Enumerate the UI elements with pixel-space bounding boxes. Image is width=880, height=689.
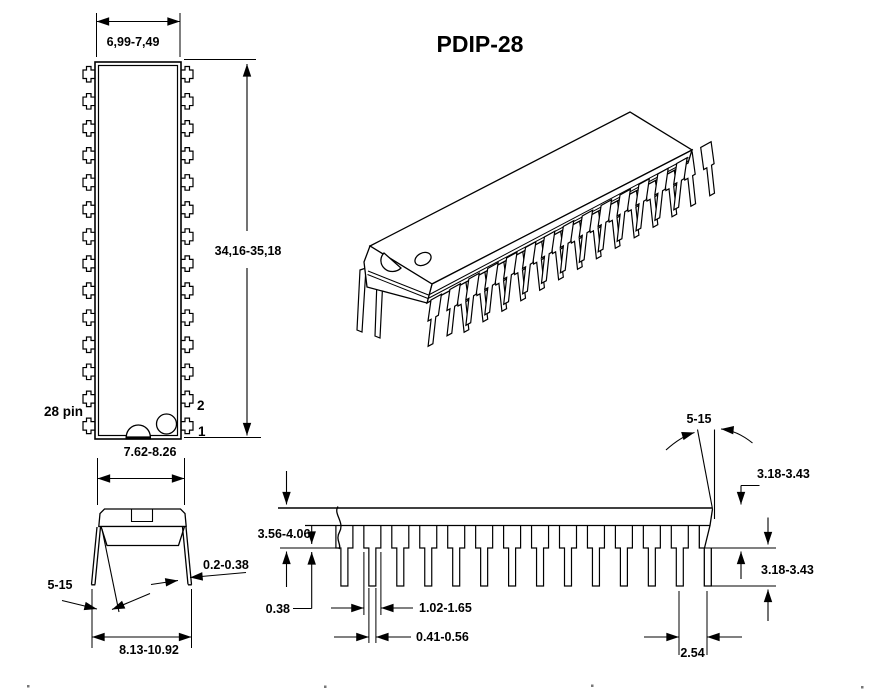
pin-count-label: 28 pin bbox=[44, 404, 83, 419]
end-body-width-label: 7.62-8.26 bbox=[124, 445, 177, 459]
pin1-number-label: 1 bbox=[198, 424, 206, 439]
dim-end-lead-angle: 5-15 bbox=[47, 578, 151, 611]
side-view-pins bbox=[335, 524, 689, 587]
shoulder-width-label: 1.02-1.65 bbox=[419, 601, 472, 615]
side-lead-angle-label: 5-15 bbox=[686, 412, 711, 426]
top-view: 28 pin 2 1 6,99-7,49 34,16-35,18 bbox=[44, 13, 281, 440]
lead-span-label: 8.13-10.92 bbox=[119, 643, 179, 657]
dim-lead-thickness: 0.2-0.38 bbox=[150, 558, 249, 587]
side-reference-lines bbox=[280, 547, 776, 587]
side-view-last-pin bbox=[698, 525, 712, 587]
index-notch-base bbox=[125, 436, 151, 440]
dim-standoff: 0.38 bbox=[266, 525, 316, 616]
iso-pin1-dot bbox=[414, 251, 432, 267]
lead-thickness-label: 0.2-0.38 bbox=[203, 558, 249, 572]
upper-lead-label: 3.18-3.43 bbox=[757, 467, 810, 481]
side-body-right-edge bbox=[703, 508, 714, 549]
dim-pitch: 2.54 bbox=[644, 591, 742, 660]
dim-lead-width: 0.41-0.56 bbox=[334, 588, 469, 644]
dim-top-width: 6,99-7,49 bbox=[96, 13, 181, 57]
lower-lead-label: 3.18-3.43 bbox=[761, 563, 814, 577]
side-view: 5-15 3.56-4.06 0.38 3.18-3.43 3.18-3.4 bbox=[258, 412, 814, 660]
dim-upper-lead: 3.18-3.43 bbox=[736, 467, 810, 579]
standoff-label: 0.38 bbox=[266, 602, 290, 616]
dim-end-body-width: 7.62-8.26 bbox=[97, 445, 185, 505]
iso-end-parting-line bbox=[367, 270, 429, 299]
index-notch-arc bbox=[125, 424, 151, 438]
pitch-label: 2.54 bbox=[680, 646, 704, 660]
seating-height-label: 3.56-4.06 bbox=[258, 527, 311, 541]
top-view-right-pins bbox=[179, 65, 194, 435]
top-view-left-pins bbox=[82, 65, 97, 435]
iso-view bbox=[356, 111, 716, 347]
page-title: PDIP-28 bbox=[437, 31, 524, 57]
end-view-body-upper bbox=[98, 508, 187, 528]
end-view-body-lower bbox=[100, 525, 186, 547]
body-length-label: 34,16-35,18 bbox=[215, 244, 282, 258]
end-view-top-notch bbox=[130, 509, 154, 523]
end-view: 7.62-8.26 5-15 0.2-0.38 8.13-10.92 bbox=[47, 445, 248, 657]
package-body-outline bbox=[94, 61, 182, 440]
dim-body-length: 34,16-35,18 bbox=[184, 59, 282, 438]
lead-angle-reference-line bbox=[101, 528, 120, 613]
end-lead-angle-label: 5-15 bbox=[47, 578, 72, 592]
page-border-dots bbox=[27, 684, 864, 689]
dim-lower-lead: 3.18-3.43 bbox=[761, 517, 814, 621]
dim-seating-height: 3.56-4.06 bbox=[258, 471, 311, 587]
pin1-indicator-dot bbox=[155, 413, 178, 435]
dim-shoulder-width: 1.02-1.65 bbox=[331, 552, 472, 615]
dim-lead-span: 8.13-10.92 bbox=[91, 589, 192, 657]
dim-side-lead-angle: 5-15 bbox=[665, 412, 753, 519]
iso-index-notch bbox=[380, 252, 402, 273]
side-body-left-break bbox=[336, 506, 342, 550]
end-view-leads bbox=[90, 526, 193, 613]
pin2-number-label: 2 bbox=[197, 398, 205, 413]
top-width-label: 6,99-7,49 bbox=[107, 35, 160, 49]
lead-width-label: 0.41-0.56 bbox=[416, 630, 469, 644]
